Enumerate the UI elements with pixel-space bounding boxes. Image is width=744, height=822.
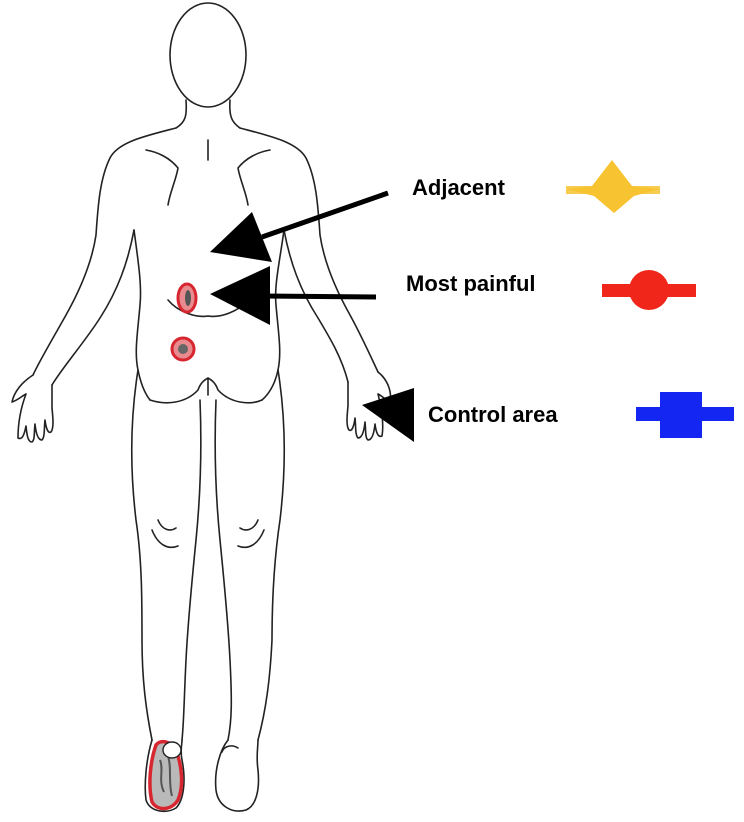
legend-label-control-area: Control area: [428, 402, 558, 428]
left-leg-inner: [182, 400, 201, 740]
right-inner-arm: [284, 230, 348, 382]
sacral-pain-mark: [172, 338, 194, 360]
buttocks-line: [150, 378, 262, 403]
left-leg-outer: [132, 370, 152, 740]
foot-pain-mark: [150, 742, 182, 809]
annotation-arrows: [210, 193, 414, 442]
control-marker-icon: [636, 392, 734, 438]
head: [170, 3, 246, 107]
pain-marks: [150, 284, 196, 809]
left-knee: [152, 520, 178, 547]
neck: [176, 100, 240, 128]
right-leg-outer: [258, 370, 284, 740]
arrow-control-area: [362, 388, 414, 442]
lower-back-pain-mark: [178, 284, 196, 312]
most-painful-marker-icon: [602, 270, 696, 310]
legend-label-most-painful: Most painful: [406, 271, 536, 297]
legend-markers: [566, 160, 734, 438]
human-figure-back-view: [12, 3, 391, 811]
left-waist: [134, 230, 150, 400]
torso-outline-left: [33, 128, 176, 375]
right-scapula: [238, 150, 270, 205]
right-knee: [238, 520, 264, 547]
right-leg-inner: [215, 400, 231, 740]
arrow-adjacent: [210, 193, 388, 262]
legend-label-adjacent: Adjacent: [412, 175, 505, 201]
left-hand: [12, 375, 53, 442]
adjacent-marker-icon: [566, 160, 660, 213]
left-scapula: [146, 150, 178, 205]
